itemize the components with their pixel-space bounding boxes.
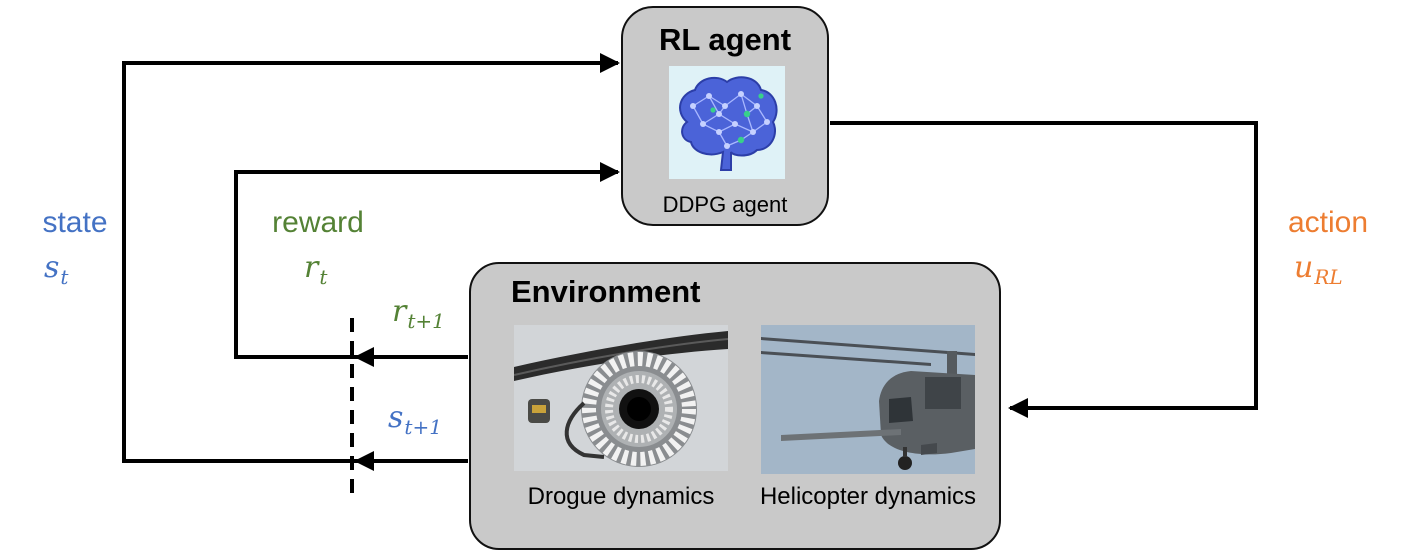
next-reward-sub: t+1 bbox=[407, 309, 445, 333]
helicopter-photo bbox=[761, 325, 975, 474]
reward-feedback-line bbox=[234, 162, 620, 359]
next-reward-letter: r bbox=[392, 294, 407, 329]
rl-agent-box: RL agent DDPG agent bbox=[621, 6, 829, 226]
reward-symbol-letter: r bbox=[304, 250, 319, 285]
drogue-photo bbox=[514, 325, 728, 471]
state-symbol: st bbox=[44, 250, 68, 289]
next-state-sub: t+1 bbox=[404, 415, 442, 439]
action-label: action bbox=[1287, 206, 1369, 239]
drogue-caption: Drogue dynamics bbox=[527, 483, 715, 510]
helicopter-caption: Helicopter dynamics bbox=[759, 483, 977, 510]
next-reward-symbol: rt+1 bbox=[392, 294, 445, 333]
brain-network-icon bbox=[669, 66, 785, 179]
state-symbol-sub: t bbox=[60, 265, 69, 289]
next-state-letter: s bbox=[388, 400, 404, 435]
environment-box: Environment Drogue dynamics bbox=[469, 262, 1001, 550]
next-state-symbol: st+1 bbox=[388, 400, 442, 439]
action-symbol: uRL bbox=[1294, 250, 1343, 289]
reward-symbol-sub: t bbox=[319, 265, 328, 289]
rl-agent-caption: DDPG agent bbox=[662, 192, 788, 217]
rl-agent-title: RL agent bbox=[658, 22, 792, 57]
reward-label: reward bbox=[272, 206, 364, 239]
environment-title: Environment bbox=[511, 274, 701, 309]
reward-symbol: rt bbox=[304, 250, 327, 289]
action-symbol-letter: u bbox=[1294, 250, 1314, 285]
action-line bbox=[830, 121, 1258, 418]
state-label: state bbox=[42, 206, 108, 239]
state-symbol-letter: s bbox=[44, 250, 60, 285]
state-feedback-line bbox=[122, 53, 620, 463]
action-symbol-sub: RL bbox=[1314, 265, 1343, 289]
